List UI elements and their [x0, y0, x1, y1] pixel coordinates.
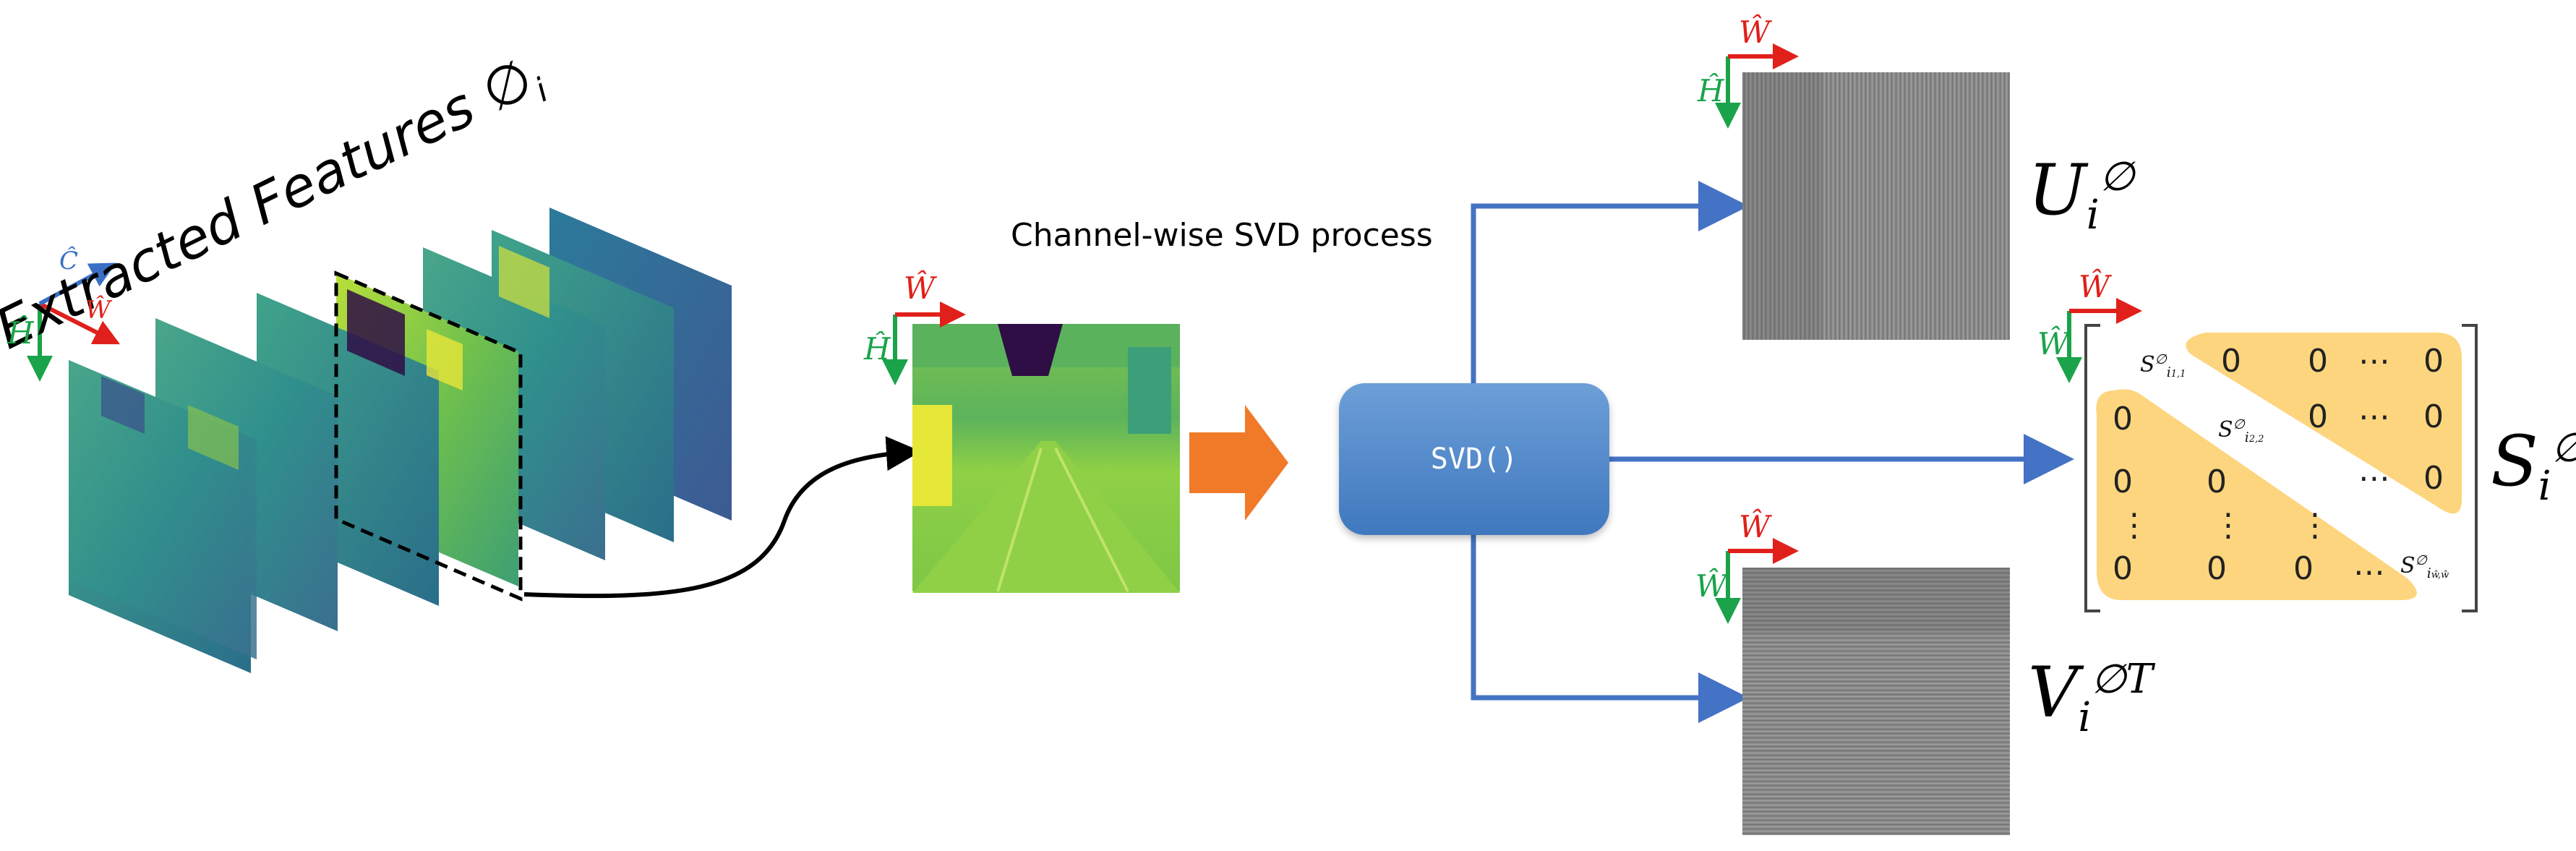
big-orange-arrow	[1189, 405, 1288, 521]
symbol-v: Vi∅T	[2028, 652, 2153, 742]
noise-matrix-u	[1742, 72, 2010, 340]
axis-label-c: Ĉ	[59, 247, 79, 275]
matrix-vdots: ⋮	[2212, 507, 2244, 544]
selection-arrow	[523, 436, 921, 599]
symbol-s: Si∅	[2491, 421, 2576, 510]
svd-block: SVD()	[1339, 383, 1609, 535]
lower-triangle-fill	[2096, 389, 2417, 600]
feature-map-stack	[69, 208, 732, 673]
noise-matrix-v	[1742, 568, 2010, 835]
axis-label-h-map: Ĥ	[864, 331, 891, 367]
singular-value-matrix	[2084, 324, 2478, 612]
arrow-to-v	[1471, 535, 1749, 723]
axis-label-w: Ŵ	[85, 296, 111, 325]
selected-feature-map	[912, 324, 1180, 593]
matrix-hdots: ⋯	[2358, 460, 2390, 497]
svd-label: SVD()	[1430, 442, 1518, 476]
matrix-zero: 0	[2308, 398, 2328, 435]
matrix-hdots: ⋯	[2358, 343, 2390, 380]
stack-axes	[27, 262, 121, 382]
left-bracket	[2084, 324, 2100, 612]
axis-label-w-s: Ŵ	[2079, 269, 2110, 304]
output-arrows	[1471, 181, 2074, 723]
upper-triangle-fill	[2186, 333, 2462, 514]
matrix-zero: 0	[2207, 550, 2227, 587]
right-bracket	[2462, 324, 2478, 612]
matrix-vdots: ⋮	[2299, 507, 2331, 544]
matrix-zero: 0	[2221, 343, 2241, 380]
matrix-zero: 0	[2113, 401, 2133, 437]
matrix-hdots: ⋯	[2358, 398, 2390, 435]
axis-label-w-u: Ŵ	[1739, 14, 1771, 50]
matrix-hdots: ⋯	[2353, 554, 2385, 591]
u-axes	[1715, 43, 1799, 129]
singular-value-1-1: S∅i1,1	[2140, 352, 2186, 380]
singular-value-2-2: S∅i2,2	[2218, 417, 2264, 445]
arrow-to-u	[1471, 181, 1749, 383]
axis-label-h-u: Ĥ	[1698, 73, 1724, 108]
selected-feature-outline	[334, 270, 523, 602]
v-axes	[1715, 538, 1799, 624]
axis-label-w-s-rows: Ŵ	[2037, 326, 2069, 362]
matrix-zero: 0	[2423, 398, 2444, 435]
feature-axes	[882, 302, 966, 385]
axis-label-w-v: Ŵ	[1739, 509, 1771, 544]
s-axes	[2056, 298, 2142, 383]
label-channel-wise-svd: Channel-wise SVD process	[1011, 217, 1433, 254]
matrix-zero: 0	[2423, 343, 2444, 380]
singular-value-w-w: S∅iŵ,ŵ	[2400, 553, 2449, 581]
symbol-u: Ui∅	[2028, 150, 2135, 239]
matrix-zero: 0	[2423, 460, 2444, 497]
matrix-zero: 0	[2293, 550, 2314, 587]
matrix-zero: 0	[2113, 463, 2133, 500]
axis-label-w-map: Ŵ	[904, 270, 936, 306]
matrix-zero: 0	[2308, 343, 2328, 380]
axis-label-w-v-rows: Ŵ	[1695, 568, 1727, 604]
matrix-vdots: ⋮	[2118, 507, 2150, 544]
matrix-zero: 0	[2113, 550, 2133, 587]
axis-label-h: Ĥ	[7, 315, 34, 351]
matrix-zero: 0	[2207, 463, 2227, 500]
